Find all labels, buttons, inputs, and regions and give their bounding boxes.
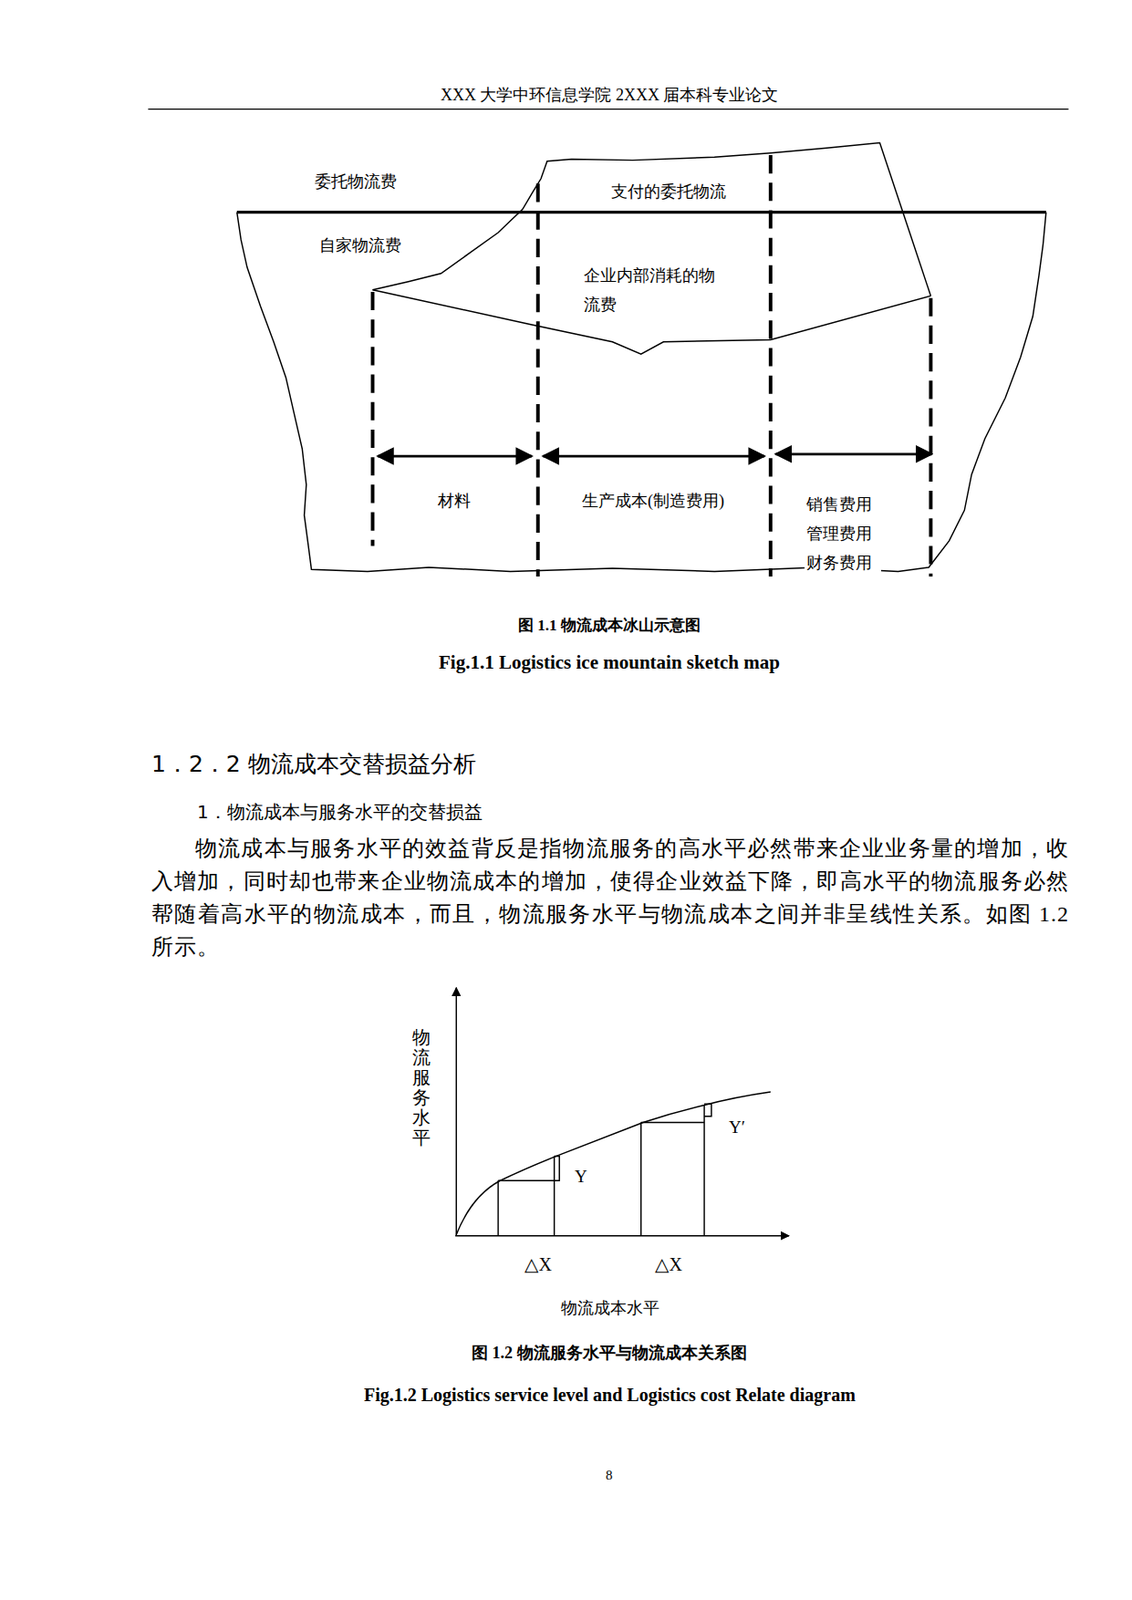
iceberg-outline <box>237 212 1047 572</box>
span-label: 材料 <box>436 490 473 512</box>
header-rule <box>147 108 1069 110</box>
figure-caption-en: Fig.1.1 Logistics ice mountain sketch ma… <box>438 650 780 675</box>
figure-caption-en: Fig.1.2 Logistics service level and Logi… <box>363 1383 856 1407</box>
region-label: 委托物流费 <box>314 171 397 193</box>
delta-label: Y′ <box>728 1116 746 1139</box>
axis-label: 物流成本水平 <box>560 1298 660 1319</box>
cost-service-curve <box>456 1091 771 1236</box>
span-label: 销售费用 管理费用 财务费用 <box>804 489 882 578</box>
delta-label: Y <box>574 1165 588 1188</box>
span-label: 生产成本(制造费用) <box>580 490 727 512</box>
region-label: 支付的委托物流 <box>611 181 727 203</box>
span-arrows <box>377 454 932 457</box>
service-cost-chart <box>455 987 790 1236</box>
region-label: 自家物流费 <box>319 235 402 257</box>
axis-label: 物流服务水平 <box>412 1027 431 1148</box>
page-header: XXX 大学中环信息学院 2XXX 届本科专业论文 <box>440 84 779 106</box>
iceberg-figure <box>237 143 1047 572</box>
water-line <box>237 210 1047 214</box>
delta-label: △X <box>524 1253 552 1277</box>
delta-bracket <box>554 1155 561 1181</box>
section-heading: 1．2．2 物流成本交替损益分析 <box>151 749 477 779</box>
body-paragraph: 物流成本与服务水平的效益背反是指物流服务的高水平必然带来企业业务量的增加，收入增… <box>151 831 1070 964</box>
internal-cost-line <box>373 290 932 354</box>
dashed-dividers <box>373 155 932 577</box>
y-axis <box>456 987 457 1236</box>
delta-label: △X <box>654 1253 683 1277</box>
figure-caption: 图 1.1 物流成本冰山示意图 <box>518 615 701 635</box>
page-number: 8 <box>605 1466 613 1485</box>
delta-bracket <box>704 1103 712 1116</box>
figure-caption: 图 1.2 物流服务水平与物流成本关系图 <box>471 1342 748 1364</box>
x-axis <box>455 1235 790 1236</box>
subsection-heading: 1．物流成本与服务水平的交替损益 <box>197 800 483 824</box>
region-label: 企业内部消耗的物 流费 <box>583 260 734 320</box>
